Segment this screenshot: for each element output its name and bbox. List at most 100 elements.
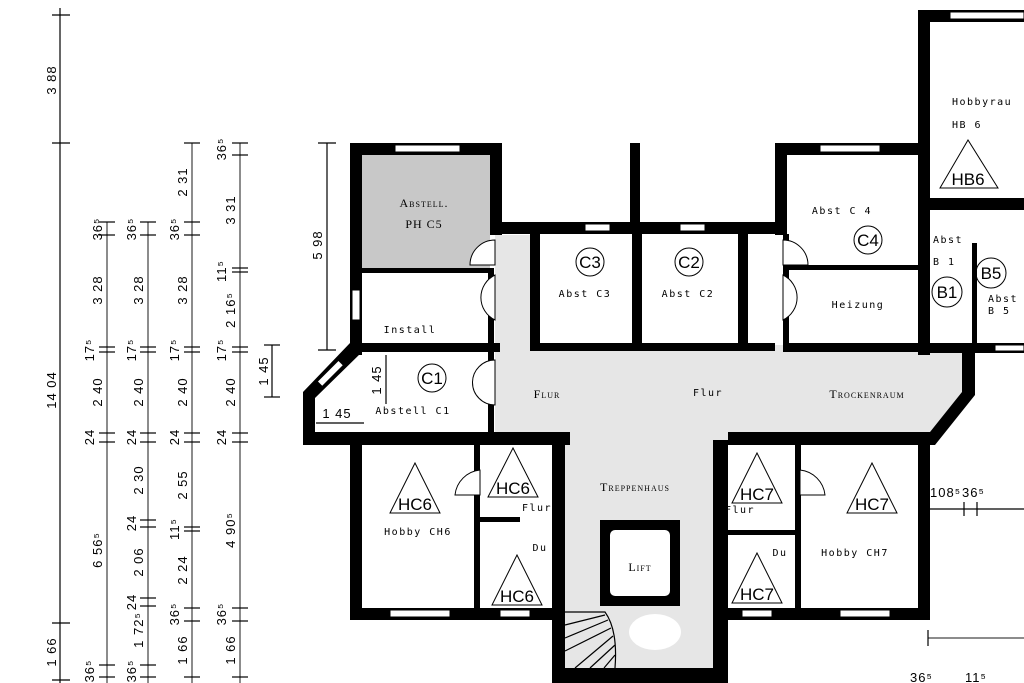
b5-code: B5 (981, 264, 1002, 283)
dim-label: 17⁵ (167, 339, 182, 362)
dimension-abstell-height: 5 98 (310, 142, 336, 351)
dim-label: 2 55 (175, 470, 190, 499)
dim-label: 1 66 (223, 635, 238, 664)
dim-label: 24 (82, 429, 97, 445)
hc7-code: HC7 (740, 485, 774, 504)
dim-label: 108⁵ (930, 485, 961, 500)
dim-label: 2 24 (175, 555, 190, 584)
dim-label: 36⁵ (214, 603, 229, 626)
walls (303, 10, 1024, 683)
dim-label: 36⁵ (82, 660, 97, 683)
dim-label: 36⁵ (910, 670, 933, 683)
hc6-code: HC6 (398, 495, 432, 514)
trockenraum-label: Trockenraum (829, 387, 904, 401)
dimension-chain-c: 2 31 36⁵ 3 28 17⁵ 2 40 24 2 55 11⁵ 2 24 … (167, 142, 200, 683)
hc7-triangle-icon (846, 461, 898, 514)
dim-label: 1 45 (369, 365, 384, 394)
abstell-ph-c5-label: Abstell. (400, 196, 449, 210)
c3-circle-icon (575, 247, 605, 277)
dim-label: 1 66 (44, 637, 59, 666)
dim-label: 24 (214, 429, 229, 445)
dim-label: 2 06 (131, 547, 146, 576)
dimension-right: 108⁵ 36⁵ 36⁵ 11⁵ (910, 485, 1024, 683)
dim-label: 24 (124, 594, 139, 610)
lift-label: Lift (628, 560, 651, 574)
hc6-code: HC6 (496, 479, 530, 498)
dim-label: 3 31 (223, 195, 238, 224)
dim-label: 24 (124, 515, 139, 531)
hc6-triangle-icon (491, 553, 543, 606)
dimension-chain-a: 36⁵ 3 28 17⁵ 2 40 24 6 56⁵ 36⁵ (82, 218, 115, 683)
abstell-c1-label: Abstell C1 (375, 406, 450, 417)
dim-label: 14 04 (44, 371, 59, 409)
dimension-chain-total: 3 88 14 04 1 66 (44, 8, 70, 683)
du-label: Du (532, 543, 547, 554)
dim-label: 2 31 (175, 167, 190, 196)
flur-label: Flur (522, 503, 552, 514)
dim-label: 3 28 (90, 275, 105, 304)
door-swings (454, 239, 826, 496)
heizung-label: Heizung (832, 300, 885, 311)
dim-label: 1 45 (322, 406, 351, 421)
b1-circle-icon (931, 276, 963, 308)
storage-room-fill (362, 155, 490, 268)
hb6-code: HB6 (951, 170, 984, 189)
hc7-code: HC7 (855, 495, 889, 514)
dim-label: 2 40 (223, 377, 238, 406)
dim-label: 36⁵ (167, 218, 182, 241)
abst-b5-label: B 5 (988, 306, 1011, 317)
corridor-fill (495, 235, 965, 442)
dim-label: 1 45 (256, 356, 271, 385)
dim-label: 2 40 (90, 377, 105, 406)
install-label: Install (384, 325, 437, 336)
flur-label: Flur (534, 387, 561, 401)
dim-label: 36⁵ (167, 603, 182, 626)
dim-label: 3 88 (44, 65, 59, 94)
treppenhaus-label: Treppenhaus (600, 480, 670, 494)
abst-c2-label: Abst C2 (662, 289, 715, 300)
hobby-ch7-label: Hobby CH7 (821, 548, 889, 559)
dim-label: 2 16⁵ (223, 292, 238, 328)
flur-label: Flur (693, 388, 723, 399)
hobbyraum-label: Hobbyrau (952, 97, 1012, 108)
dim-label: 17⁵ (214, 339, 229, 362)
dim-label: 36⁵ (124, 218, 139, 241)
flur-label: Flur (725, 505, 755, 516)
c3-code: C3 (579, 253, 601, 272)
du-label: Du (772, 548, 787, 559)
dim-label: 2 40 (175, 377, 190, 406)
dim-label: 36⁵ (962, 485, 985, 500)
c1-code: C1 (421, 369, 443, 388)
dim-label: 11⁵ (965, 670, 987, 683)
hc7-triangle-icon (731, 451, 783, 504)
abst-b1-label: B 1 (933, 257, 956, 268)
b5-circle-icon (975, 257, 1007, 289)
abstell-ph-c5-label: PH C5 (405, 217, 442, 231)
c2-code: C2 (678, 253, 700, 272)
dim-label: 36⁵ (214, 138, 229, 161)
abst-b5-label: Abst (988, 294, 1018, 305)
c4-circle-icon (853, 225, 883, 255)
dim-label: 5 98 (310, 230, 325, 259)
hb6-label: HB 6 (952, 120, 982, 131)
abst-b1-label: Abst (933, 235, 963, 246)
c2-circle-icon (674, 247, 704, 277)
dimension-chain-b: 36⁵ 3 28 17⁵ 2 40 24 2 30 24 2 06 24 1 7… (124, 218, 156, 683)
dimension-short: 1 45 (256, 344, 280, 398)
hc6-triangle-icon (389, 461, 441, 514)
hb6-triangle-icon (939, 139, 999, 189)
dim-label: 24 (167, 429, 182, 445)
dim-label: 3 28 (175, 275, 190, 304)
hc6-triangle-icon (487, 446, 539, 498)
dim-label: 17⁵ (82, 339, 97, 362)
c1-circle-icon (417, 363, 447, 393)
c4-code: C4 (857, 231, 879, 250)
abst-c3-label: Abst C3 (559, 289, 612, 300)
abst-c4-label: Abst C 4 (812, 206, 872, 217)
dim-label: 1 72⁵ (131, 612, 146, 648)
dim-label: 4 90⁵ (223, 512, 238, 548)
dim-label: 1 66 (175, 635, 190, 664)
dim-label: 6 56⁵ (90, 532, 105, 568)
hc7-triangle-icon (731, 551, 783, 604)
